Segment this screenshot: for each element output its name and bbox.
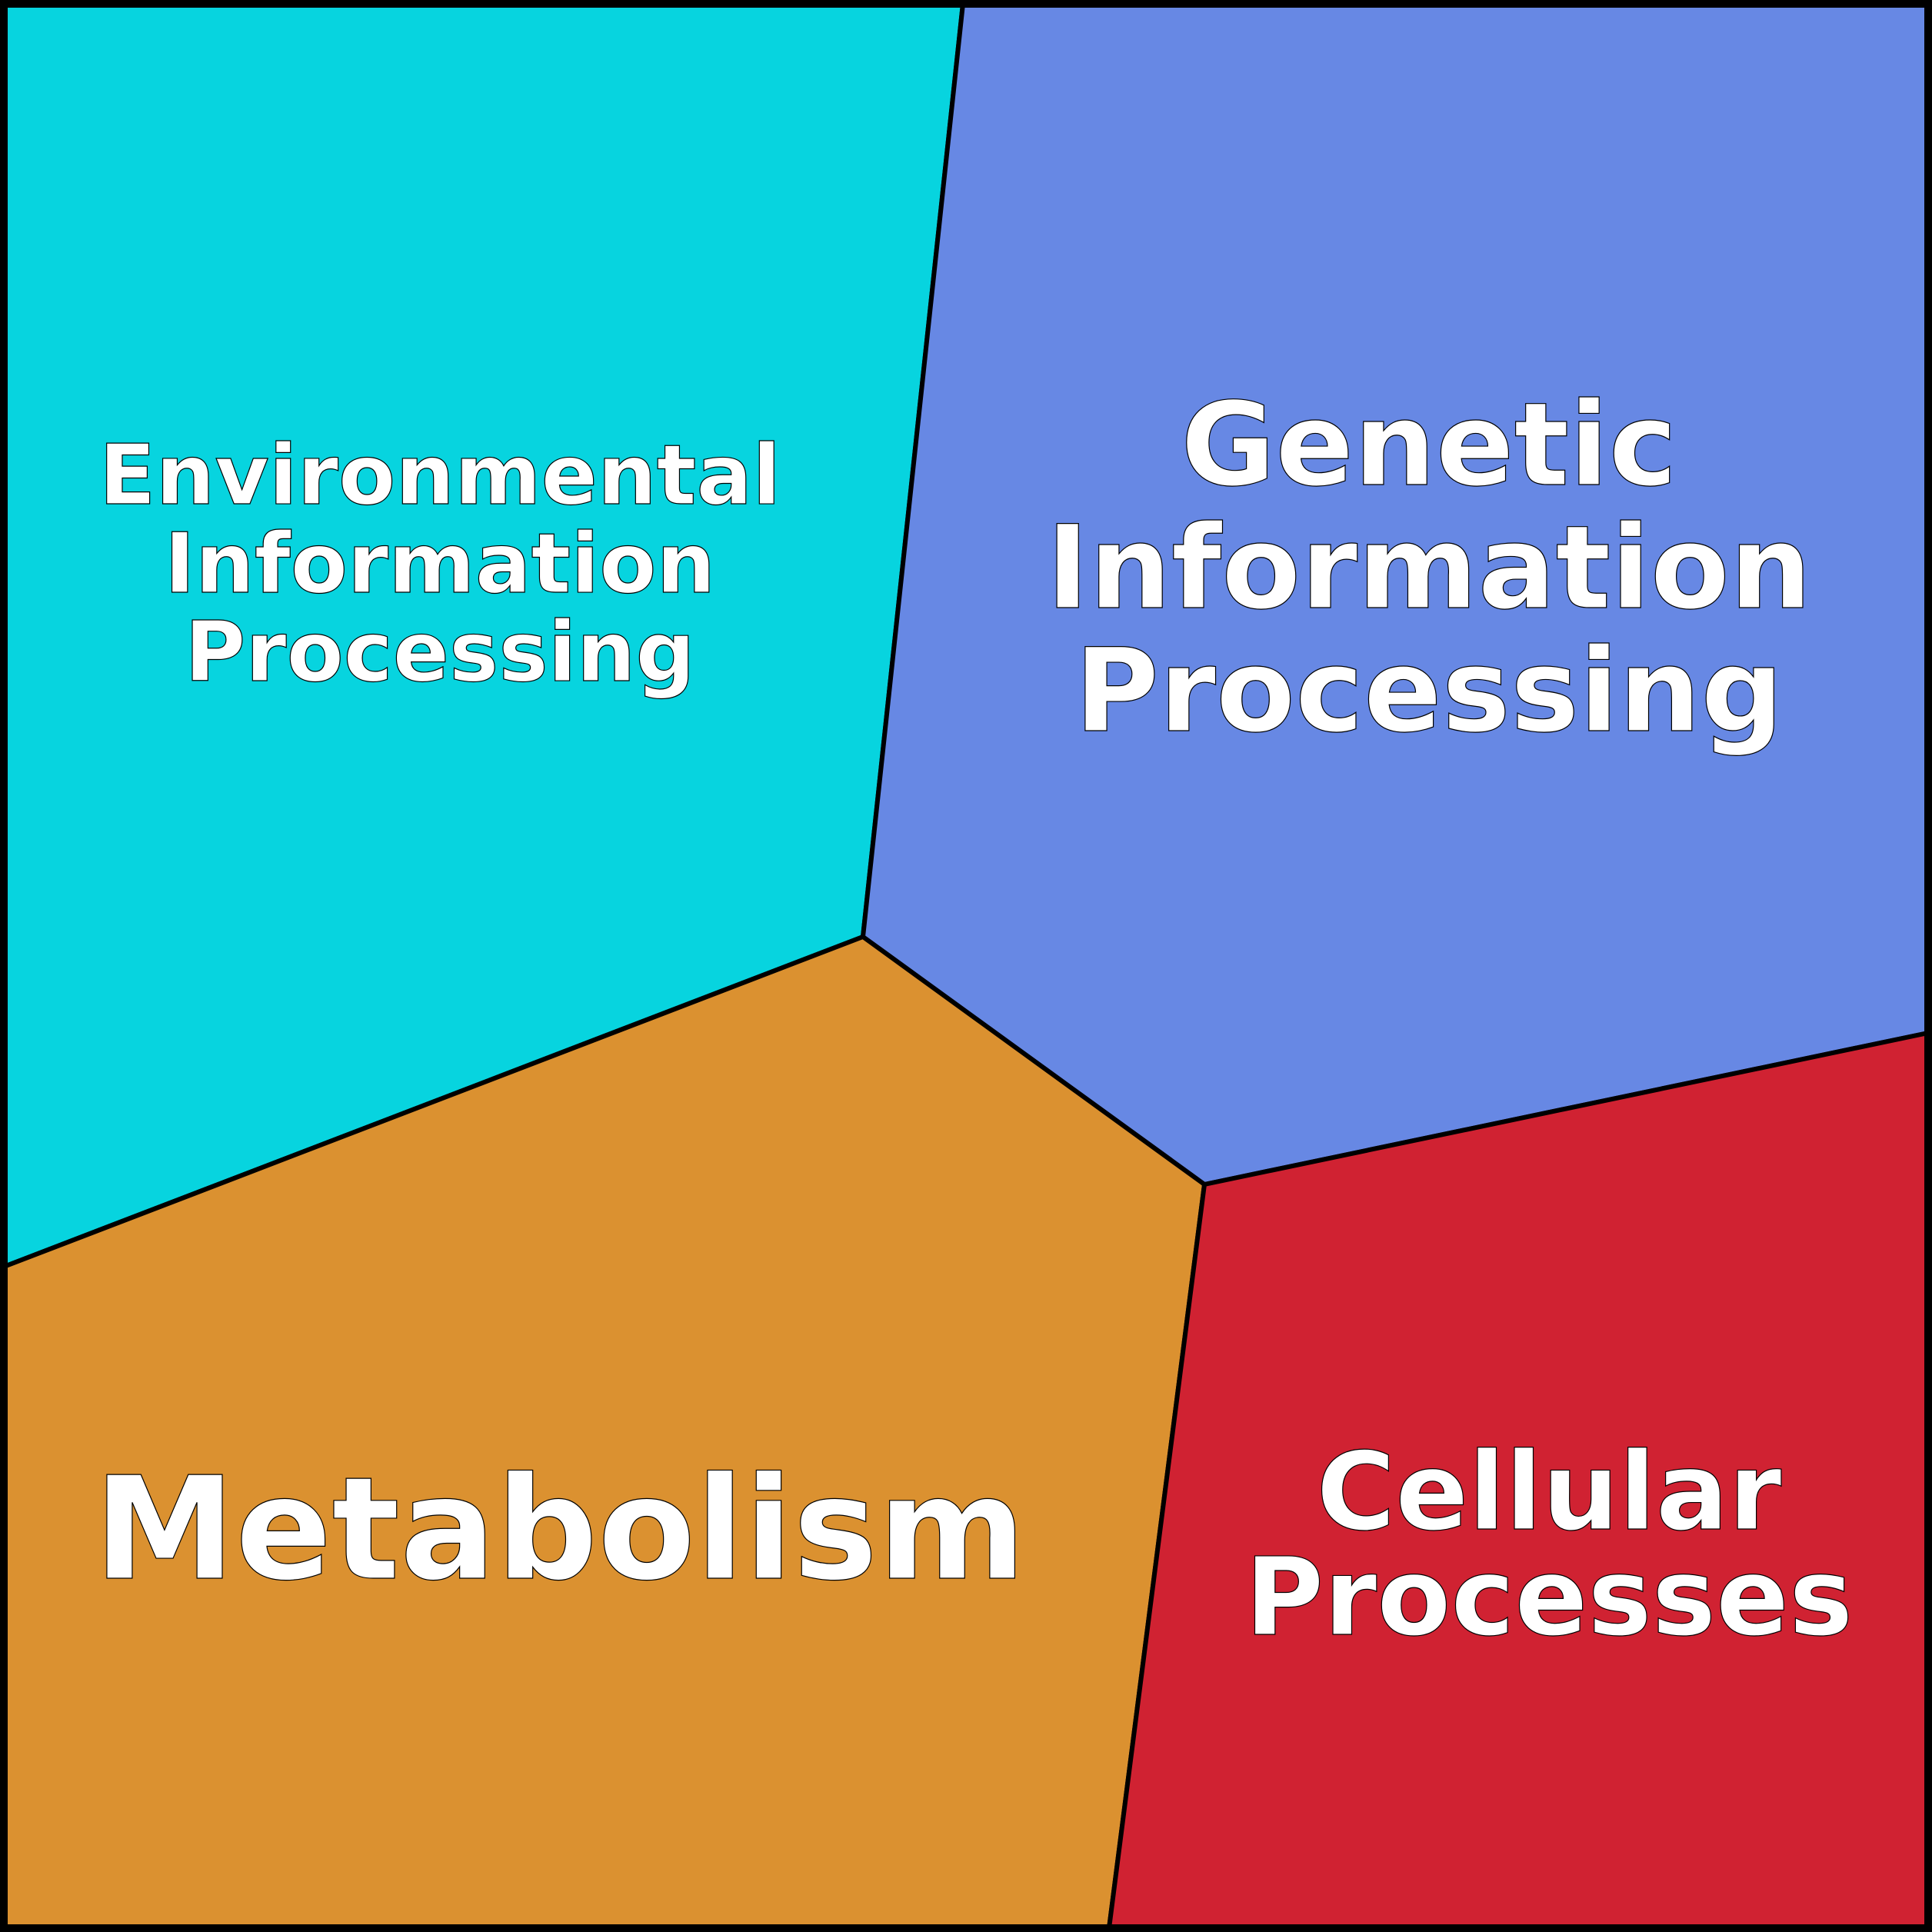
region-label-metabolism: Metabolism bbox=[94, 1446, 1026, 1612]
region-label-line: Genetic bbox=[1181, 378, 1677, 512]
region-label-line: Metabolism bbox=[94, 1446, 1026, 1612]
region-label-line: Information bbox=[1046, 501, 1811, 635]
region-label-line: Cellular bbox=[1317, 1430, 1782, 1555]
region-label-line: Information bbox=[165, 516, 716, 612]
region-label-line: Processes bbox=[1245, 1535, 1854, 1661]
region-label-line: Processing bbox=[185, 605, 695, 701]
region-label-line: Environmental bbox=[99, 428, 781, 524]
region-label-line: Processing bbox=[1074, 625, 1784, 758]
